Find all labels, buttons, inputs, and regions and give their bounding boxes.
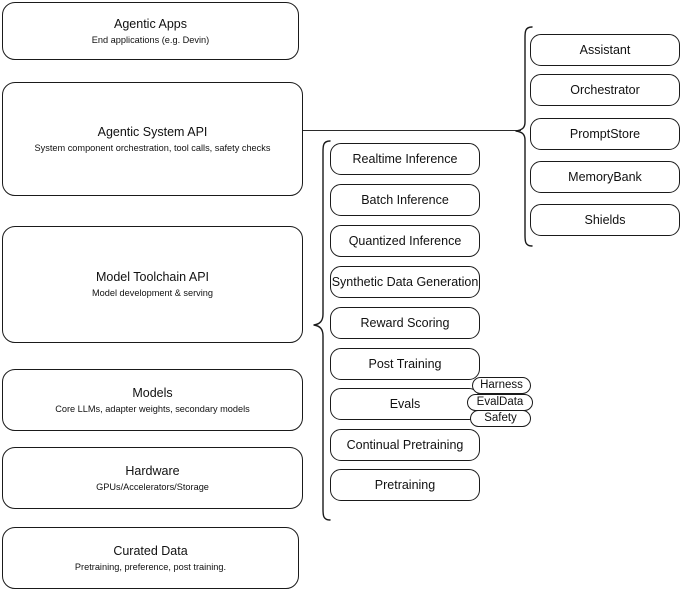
system-label: Assistant bbox=[579, 43, 631, 57]
layer-title: Hardware bbox=[125, 463, 180, 478]
layer-subtitle: System component orchestration, tool cal… bbox=[34, 142, 271, 153]
layer-title: Model Toolchain API bbox=[95, 270, 210, 284]
system-label: MemoryBank bbox=[568, 170, 642, 184]
system-label: Orchestrator bbox=[570, 83, 640, 97]
toolchain-box-reward-scoring[interactable]: Reward Scoring bbox=[330, 307, 480, 339]
layer-subtitle: Core LLMs, adapter weights, secondary mo… bbox=[55, 403, 250, 414]
toolchain-label: Post Training bbox=[368, 357, 442, 371]
toolchain-label: Quantized Inference bbox=[348, 234, 462, 248]
system-box-promptstore[interactable]: PromptStore bbox=[530, 118, 680, 150]
layer-subtitle: Model development & serving bbox=[91, 288, 214, 298]
system-box-orchestrator[interactable]: Orchestrator bbox=[530, 74, 680, 106]
evals-badge-safety[interactable]: Safety bbox=[470, 410, 531, 427]
layer-title: Models bbox=[132, 385, 173, 400]
toolchain-box-post-training[interactable]: Post Training bbox=[330, 348, 480, 380]
toolchain-label: Pretraining bbox=[374, 478, 436, 492]
system-box-assistant[interactable]: Assistant bbox=[530, 34, 680, 66]
layer-box-agentic-system-api[interactable]: Agentic System API System component orch… bbox=[2, 82, 303, 196]
brace-model-toolchain bbox=[313, 140, 331, 521]
toolchain-label: Reward Scoring bbox=[360, 316, 450, 330]
layer-box-hardware[interactable]: Hardware GPUs/Accelerators/Storage bbox=[2, 447, 303, 509]
system-label: PromptStore bbox=[569, 127, 641, 141]
system-box-shields[interactable]: Shields bbox=[530, 204, 680, 236]
toolchain-box-synthetic-data-generation[interactable]: Synthetic Data Generation bbox=[330, 266, 480, 298]
toolchain-box-batch-inference[interactable]: Batch Inference bbox=[330, 184, 480, 216]
layer-title: Curated Data bbox=[113, 543, 188, 558]
toolchain-box-continual-pretraining[interactable]: Continual Pretraining bbox=[330, 429, 480, 461]
toolchain-box-pretraining[interactable]: Pretraining bbox=[330, 469, 480, 501]
toolchain-box-realtime-inference[interactable]: Realtime Inference bbox=[330, 143, 480, 175]
layer-title: Agentic System API bbox=[97, 124, 208, 139]
toolchain-label: Continual Pretraining bbox=[346, 438, 464, 452]
toolchain-box-evals[interactable]: Evals bbox=[330, 388, 480, 420]
toolchain-label: Evals bbox=[389, 397, 421, 411]
toolchain-label: Synthetic Data Generation bbox=[331, 275, 479, 289]
system-box-memorybank[interactable]: MemoryBank bbox=[530, 161, 680, 193]
system-label: Shields bbox=[584, 213, 626, 227]
toolchain-box-quantized-inference[interactable]: Quantized Inference bbox=[330, 225, 480, 257]
layer-title: Agentic Apps bbox=[114, 16, 187, 31]
layer-box-agentic-apps[interactable]: Agentic Apps End applications (e.g. Devi… bbox=[2, 2, 299, 60]
layer-subtitle: Pretraining, preference, post training. bbox=[74, 561, 227, 572]
layer-subtitle: GPUs/Accelerators/Storage bbox=[96, 481, 209, 492]
evals-badge-harness[interactable]: Harness bbox=[472, 377, 531, 394]
connector-line-system-api bbox=[303, 130, 521, 132]
brace-agentic-system bbox=[515, 26, 533, 247]
layer-box-model-toolchain-api[interactable]: Model Toolchain API Model development & … bbox=[2, 226, 303, 343]
layer-subtitle: End applications (e.g. Devin) bbox=[91, 34, 210, 45]
toolchain-label: Realtime Inference bbox=[352, 152, 458, 166]
layer-box-models[interactable]: Models Core LLMs, adapter weights, secon… bbox=[2, 369, 303, 431]
toolchain-label: Batch Inference bbox=[361, 193, 449, 207]
evals-badge-evaldata[interactable]: EvalData bbox=[467, 394, 533, 411]
layer-box-curated-data[interactable]: Curated Data Pretraining, preference, po… bbox=[2, 527, 299, 589]
